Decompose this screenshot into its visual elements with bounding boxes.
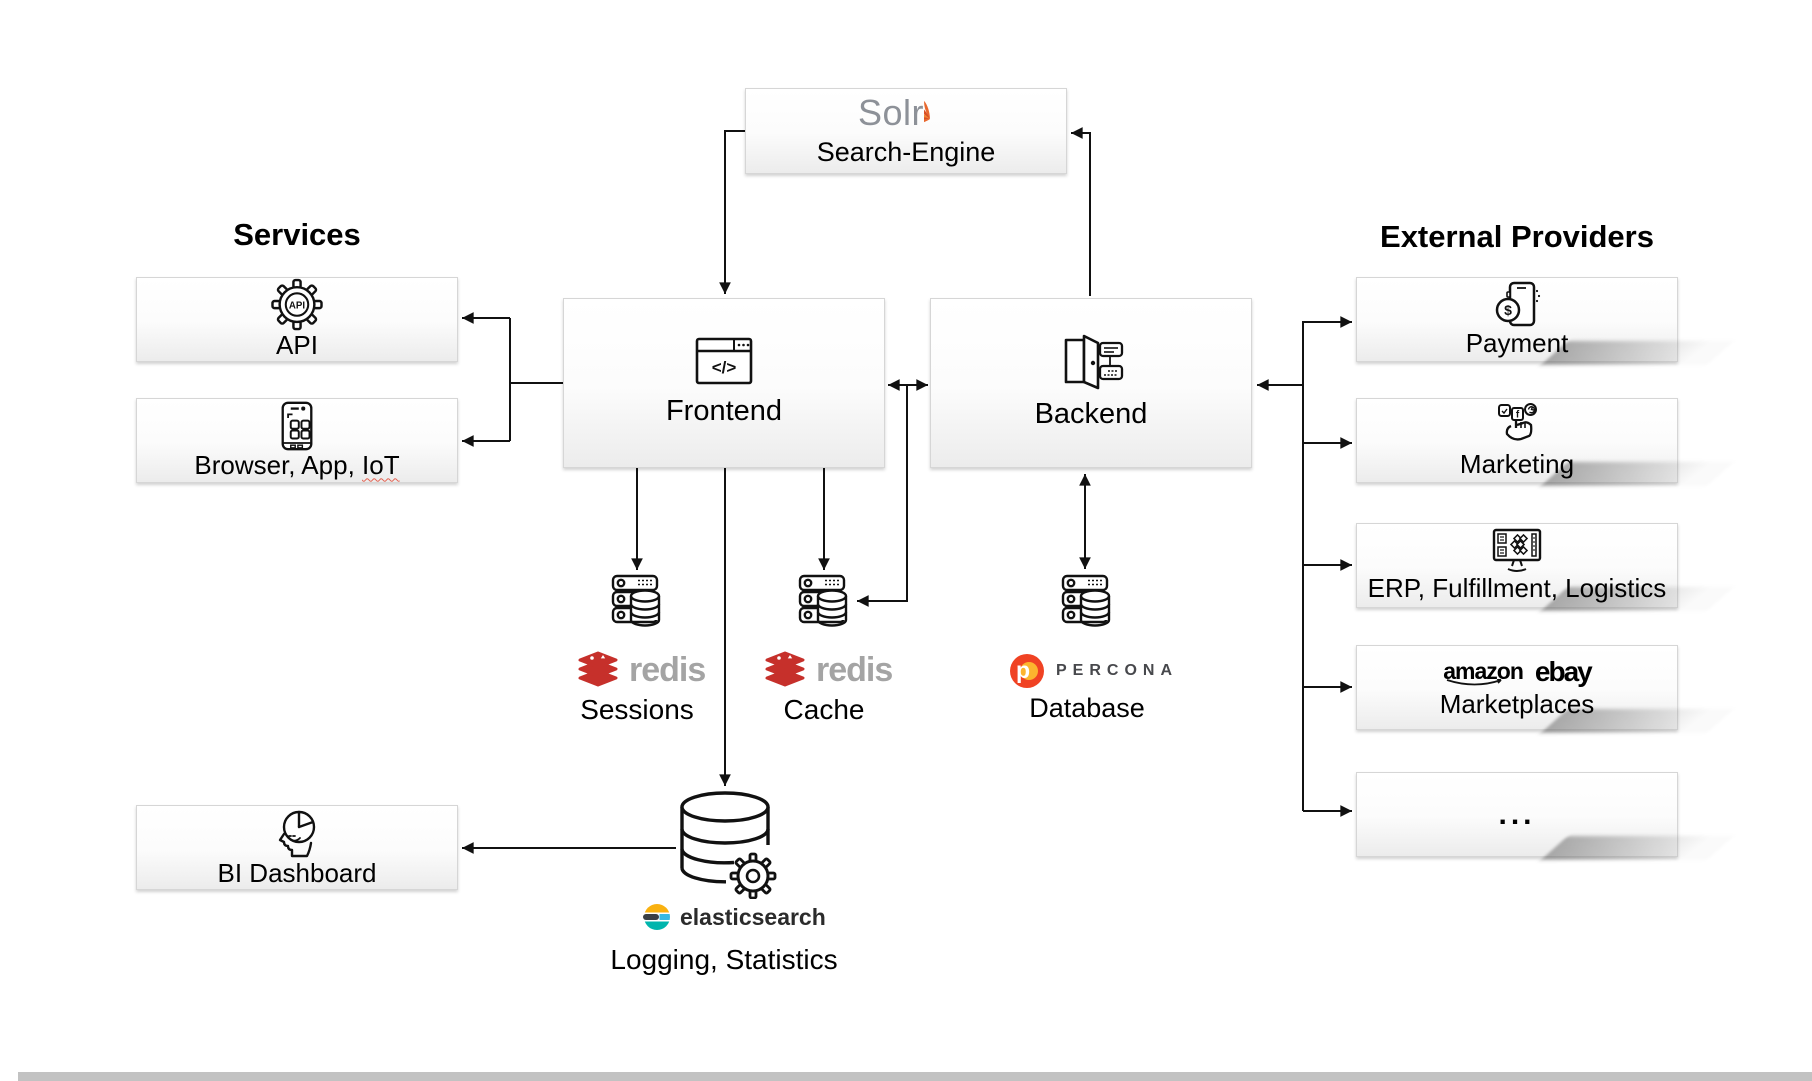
backend-label: Backend <box>1034 398 1148 431</box>
api-label: API <box>276 330 318 361</box>
server-database-icon <box>798 574 848 627</box>
percona-logo: p PERCONA <box>1008 652 1178 690</box>
elasticsearch-logo: elasticsearch <box>643 903 826 931</box>
wire-solr-to-frontend <box>719 130 745 294</box>
elasticsearch-logo-text: elasticsearch <box>680 903 826 930</box>
wire-backend-to-solr <box>1071 127 1091 296</box>
services-heading: Services <box>233 217 361 252</box>
browser-app-iot-label: Browser, App, IoT <box>194 449 400 481</box>
solr-label: Search-Engine <box>816 137 996 168</box>
solr-sunburst-icon <box>924 101 931 124</box>
erp-monitor-icon <box>1492 528 1542 572</box>
payment-dollar-glyph: $ <box>1504 302 1512 318</box>
solr-logo-text: Solr <box>857 92 925 134</box>
percona-circle-icon: p <box>1010 654 1044 688</box>
node-api: API API <box>136 277 458 362</box>
redis-logo-text-sessions: redis <box>629 650 706 689</box>
database-server-icon <box>1061 574 1113 628</box>
redis-cube-icon <box>765 651 805 687</box>
elasticsearch-db-gear-icon <box>680 791 777 899</box>
redis-logo-sessions: redis <box>575 650 706 690</box>
marketplace-logos: amazon ebay <box>1443 655 1593 688</box>
marketing-label: Marketing <box>1459 448 1575 479</box>
redis-logo-cache: redis <box>762 650 893 690</box>
server-database-icon <box>611 574 661 627</box>
external-providers-heading: External Providers <box>1380 219 1654 254</box>
bi-dashboard-label: BI Dashboard <box>217 857 377 888</box>
api-icon-text: API <box>289 301 305 312</box>
erp-label: ERP, Fulfillment, Logistics <box>1367 572 1667 603</box>
node-payment: $ Payment <box>1356 277 1678 362</box>
wire-external-trunk-to-payment <box>1302 316 1352 811</box>
node-bi-dashboard: BI Dashboard <box>136 805 458 890</box>
logging-statistics-label: Logging, Statistics <box>610 944 838 975</box>
browser-code-icon: </> <box>695 338 753 385</box>
server-database-icon <box>1061 574 1111 627</box>
more-providers-label: ... <box>1498 797 1536 831</box>
node-solr-search-engine: Solr Search-Engine <box>745 88 1067 174</box>
amazon-smile-icon <box>1446 679 1502 686</box>
node-browser-app-iot: Browser, App, IoT <box>136 398 458 483</box>
frontend-label: Frontend <box>665 395 783 428</box>
api-gear-icon: API <box>271 278 323 331</box>
amazon-logo: amazon <box>1443 658 1524 686</box>
smartphone-icon <box>281 401 313 450</box>
sessions-label: Sessions <box>580 694 694 725</box>
cache-label: Cache <box>783 694 865 725</box>
bi-head-pie-icon <box>278 810 316 857</box>
node-backend: Backend <box>930 298 1252 468</box>
marketplaces-label: Marketplaces <box>1439 688 1595 719</box>
cache-server-icon <box>798 574 850 628</box>
node-more-providers: ... <box>1356 772 1678 857</box>
iot-misspelled-text: IoT <box>362 449 400 480</box>
database-label: Database <box>1029 693 1145 723</box>
logging-db-icon <box>672 787 778 899</box>
node-erp: ERP, Fulfillment, Logistics <box>1356 523 1678 608</box>
redis-cube-icon <box>578 651 618 687</box>
percona-p-glyph: p <box>1016 657 1030 683</box>
node-marketing: f Marketing <box>1356 398 1678 483</box>
solr-logo: Solr <box>858 93 954 137</box>
wire-junction-to-cache <box>857 385 908 607</box>
sessions-server-icon <box>611 574 663 628</box>
node-frontend: </> Frontend <box>563 298 885 468</box>
backend-door-server-icon <box>1064 335 1124 390</box>
redis-logo-text-cache: redis <box>816 650 893 689</box>
browser-label-prefix: Browser, App, <box>194 449 363 480</box>
amazon-logo-text: amazon <box>1443 658 1524 685</box>
payment-label: Payment <box>1465 327 1569 358</box>
percona-logo-text: PERCONA <box>1056 662 1179 679</box>
frontend-code-glyph: </> <box>712 358 737 377</box>
ebay-logo: ebay <box>1534 655 1593 687</box>
marketing-social-hand-icon: f <box>1498 402 1537 441</box>
window-bottom-edge <box>18 1072 1812 1081</box>
payment-phone-icon: $ <box>1495 281 1541 326</box>
marketing-f-glyph: f <box>1516 409 1520 420</box>
elasticsearch-circle-icon <box>643 904 670 930</box>
node-marketplaces: amazon ebay Marketplaces <box>1356 645 1678 730</box>
